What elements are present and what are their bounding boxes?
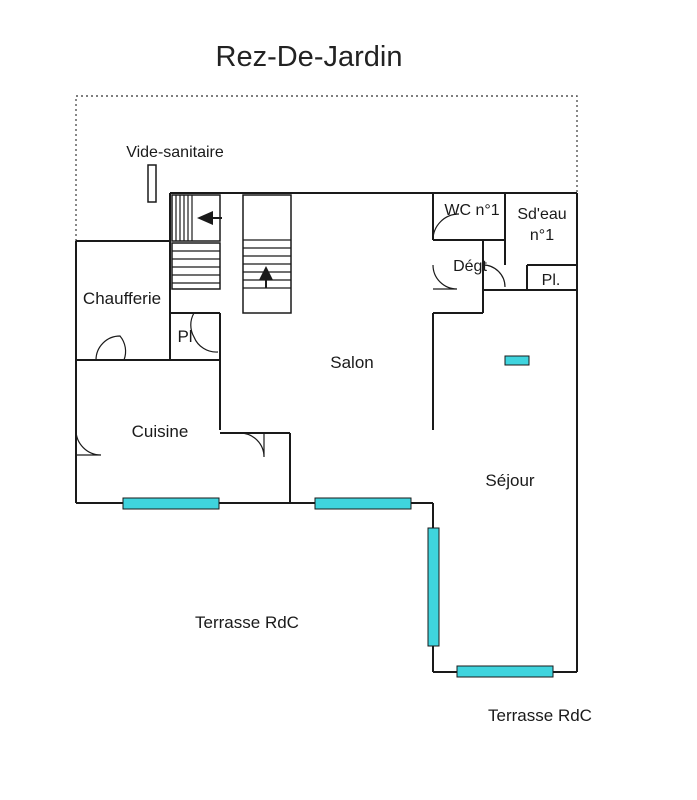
label-placard-2: Pl. [542,272,561,289]
arrow-up-icon [259,266,273,280]
windows [122,355,554,678]
window-sejour-side [427,527,440,647]
arrow-left-icon [197,211,213,225]
label-terrasse-1: Terrasse RdC [195,613,299,632]
label-sdeau-1: Sd'eau [517,206,566,223]
label-vide-sanitaire: Vide-sanitaire [126,144,224,161]
window-cuisine [122,497,220,510]
label-sdeau-2: n°1 [530,227,554,244]
door-swings [75,213,506,458]
vent-slot [147,164,157,203]
plan-title: Rez-De-Jardin [216,41,403,73]
window-salon [314,497,412,510]
skylight [504,355,530,366]
label-sejour: Séjour [485,471,534,490]
label-chaufferie: Chaufferie [83,289,161,308]
label-wc: WC n°1 [444,202,499,219]
label-degt: Dégt [453,258,487,275]
label-placard-1: Pl [177,327,192,346]
window-sejour-bottom [456,665,554,678]
label-terrasse-2: Terrasse RdC [488,706,592,725]
staircase-up [242,194,292,314]
room-labels: Vide-sanitaire Chaufferie Pl Cuisine Sal… [83,144,592,725]
staircase-down [171,194,222,290]
label-cuisine: Cuisine [132,422,189,441]
label-salon: Salon [330,353,373,372]
